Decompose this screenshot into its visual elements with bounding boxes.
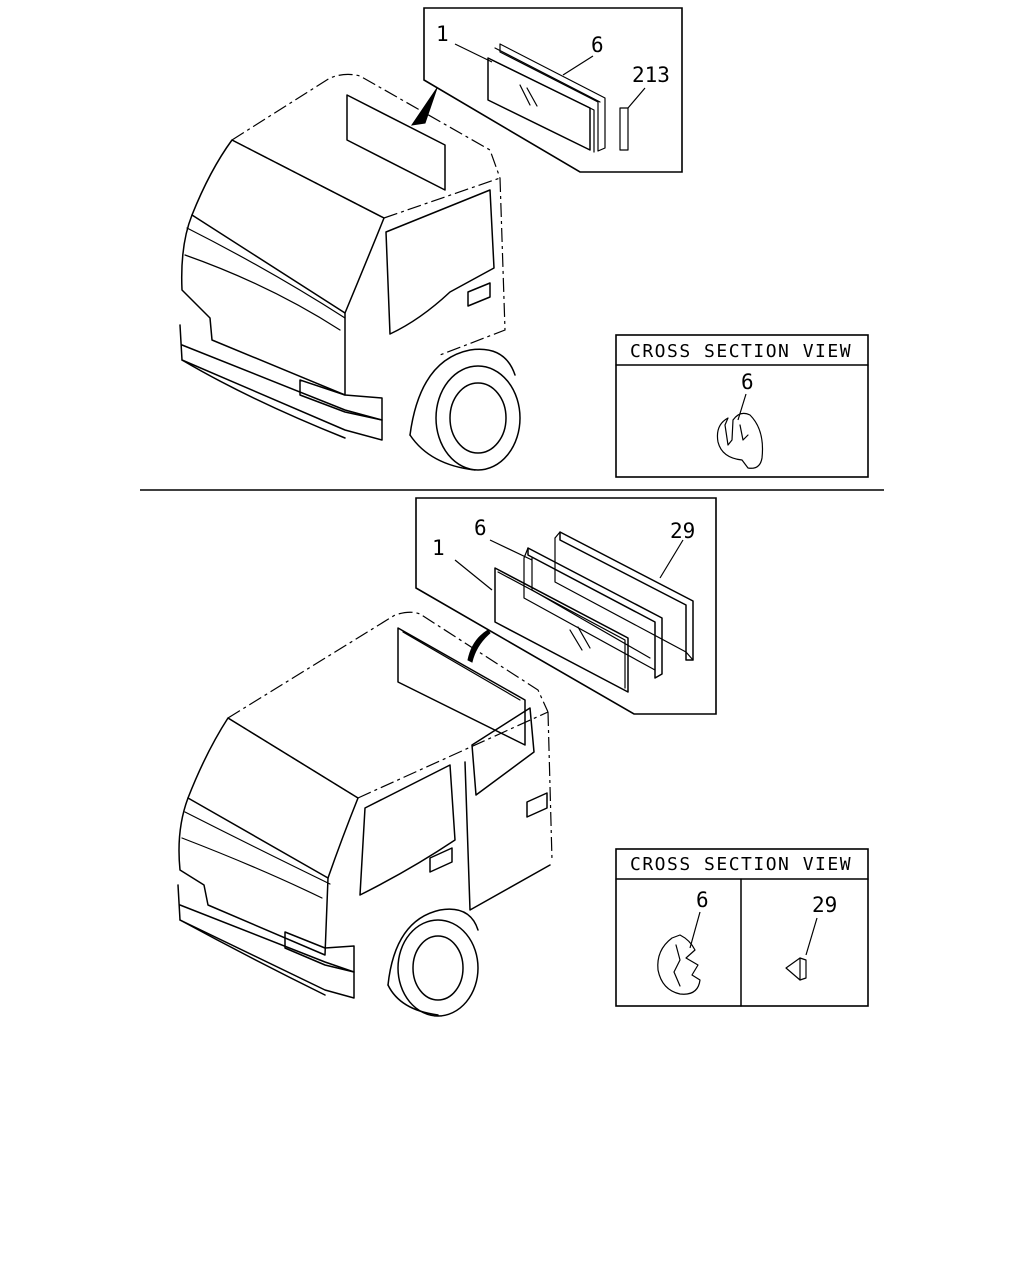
top-figure: 1 6 213 CROSS SECTION VIEW 6 [179, 7, 869, 478]
callout-29: 29 [670, 519, 695, 543]
callout-6: 6 [474, 516, 487, 540]
top-cross-section-box: CROSS SECTION VIEW 6 [615, 334, 869, 478]
cross-section-label-6: 6 [696, 888, 709, 912]
bottom-figure: 1 6 29 CROSS SECTION VIEW 6 29 [177, 497, 869, 1017]
top-exploded-view: 1 6 213 [423, 7, 683, 173]
truck-cab-standard [179, 73, 521, 471]
bottom-cross-section-box: CROSS SECTION VIEW 6 29 [615, 848, 869, 1007]
callout-6: 6 [591, 33, 604, 57]
cross-section-label-6: 6 [741, 370, 754, 394]
cross-section-title: CROSS SECTION VIEW [630, 341, 852, 362]
bottom-exploded-view: 1 6 29 [415, 497, 717, 715]
cross-section-label-29: 29 [812, 893, 837, 917]
callout-213: 213 [632, 63, 670, 87]
truck-cab-crew [177, 611, 553, 1017]
cross-section-title: CROSS SECTION VIEW [630, 854, 852, 875]
callout-1: 1 [436, 22, 449, 46]
callout-1: 1 [432, 536, 445, 560]
